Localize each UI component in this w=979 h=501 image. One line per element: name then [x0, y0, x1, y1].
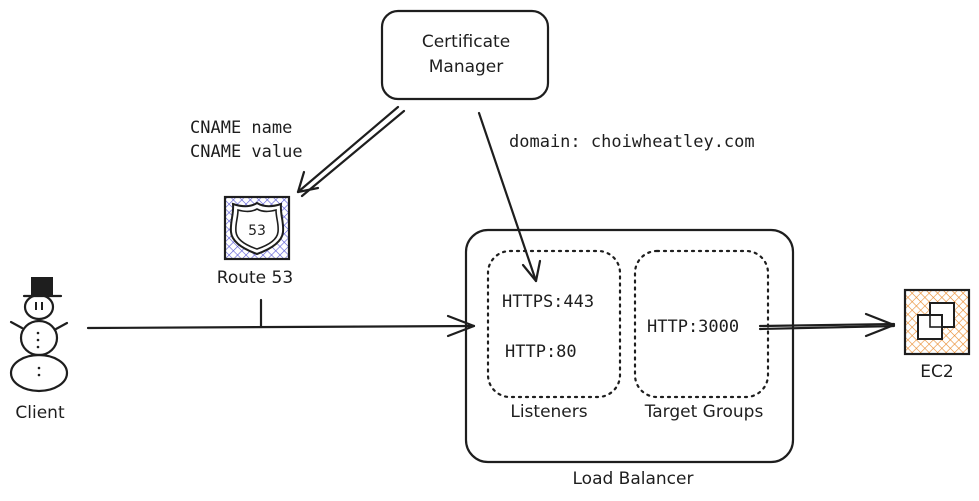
arrow-client-to-loadbalancer — [86, 314, 476, 338]
arrow-targetgroup-to-ec2 — [758, 312, 896, 338]
ec2-label: EC2 — [920, 362, 953, 382]
target-groups-group: HTTP:3000 Target Groups — [633, 249, 770, 422]
load-balancer-node: Load Balancer HTTPS:443 HTTP:80 Listener… — [464, 228, 795, 489]
route53-node: 53 Route 53 — [217, 195, 293, 288]
domain-label: domain: choiwheatley.com — [509, 132, 755, 152]
cname-value-label: CNAME value — [190, 142, 303, 162]
arrow-cert-to-route53 — [296, 105, 406, 198]
certificate-manager-label-line2: Manager — [429, 57, 504, 77]
listener-port-http: HTTP:80 — [505, 342, 577, 362]
route53-badge-text: 53 — [248, 223, 266, 239]
route53-shield-icon: 53 — [229, 201, 285, 256]
client-node: Client — [9, 277, 69, 423]
cname-name-label: CNAME name — [190, 118, 292, 138]
certificate-manager-label-line1: Certificate — [422, 32, 510, 52]
target-groups-label: Target Groups — [644, 402, 764, 422]
certificate-manager-node: Certificate Manager — [380, 9, 550, 101]
listener-port-https: HTTPS:443 — [502, 292, 594, 312]
load-balancer-label: Load Balancer — [573, 469, 694, 489]
client-label: Client — [15, 403, 65, 423]
arrow-cert-to-listeners — [477, 111, 542, 283]
target-group-port-http: HTTP:3000 — [647, 317, 739, 337]
snowman-icon — [9, 277, 69, 393]
listeners-label: Listeners — [510, 402, 587, 422]
route53-label: Route 53 — [217, 268, 293, 288]
ec2-node: EC2 — [903, 288, 971, 382]
ec2-instance-icon — [917, 302, 955, 340]
listeners-group: HTTPS:443 HTTP:80 Listeners — [486, 249, 622, 422]
